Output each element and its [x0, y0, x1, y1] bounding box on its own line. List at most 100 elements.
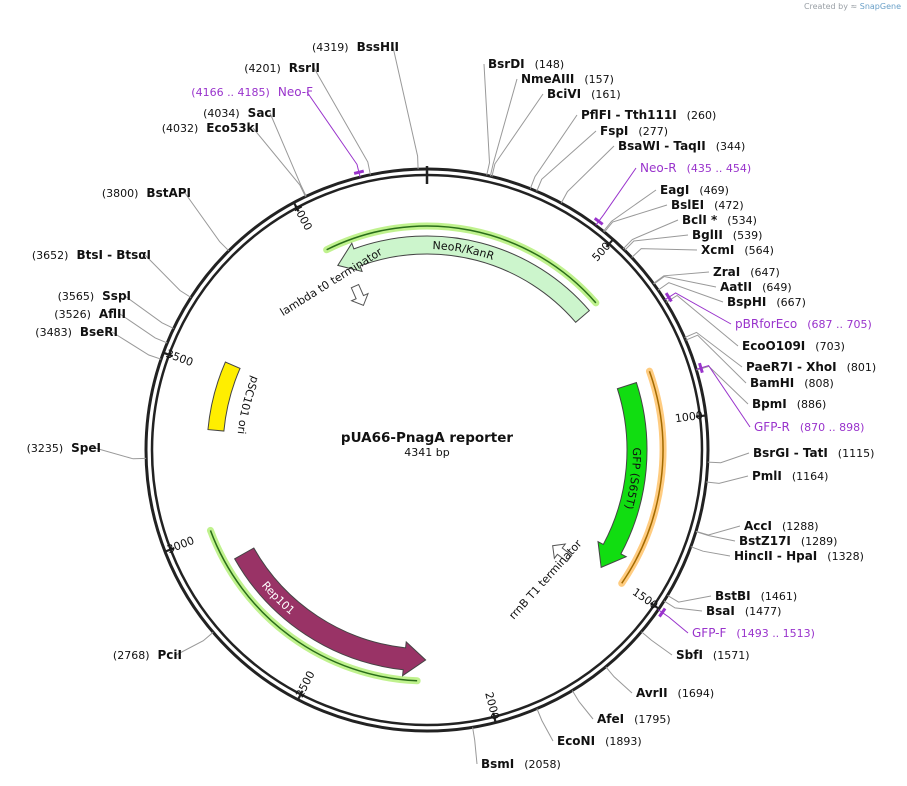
bsphi-leader-line	[657, 282, 724, 303]
site-bsai[interactable]: BsaI(1477)	[706, 604, 781, 618]
zrai-name: ZraI	[713, 265, 740, 279]
primer-neo-r[interactable]: Neo-R(435 .. 454)	[640, 161, 751, 175]
psc101-ori-label: pSC101 ori	[235, 374, 262, 435]
site-pmli[interactable]: PmlI(1164)	[752, 469, 828, 483]
pmli-leader-line	[706, 475, 749, 484]
site-paer7i-xhoi[interactable]: PaeR7I - XhoI(801)	[746, 360, 876, 374]
lambda-t0-terminator-feature[interactable]	[347, 283, 372, 309]
site-bseri[interactable]: (3483)BseRI	[35, 325, 118, 339]
neor-kanr-label: NeoR/KanR	[432, 239, 496, 263]
site-sspi[interactable]: (3565)SspI	[58, 289, 131, 303]
gfp-f-name: GFP-F	[692, 626, 727, 640]
pflfi-tth111i-leader-line	[529, 114, 578, 189]
site-zrai[interactable]: ZraI(647)	[713, 265, 780, 279]
site-ecoo109i[interactable]: EcoO109I(703)	[742, 339, 845, 353]
acci-name: AccI	[744, 519, 772, 533]
eco53ki-leader-line	[252, 127, 306, 197]
site-bcivi[interactable]: BciVI(161)	[547, 87, 621, 101]
xcmi-position: (564)	[744, 244, 774, 257]
sbfi-position: (1571)	[713, 649, 750, 662]
primer-neo-f[interactable]: (4166 .. 4185)Neo-F	[191, 85, 313, 99]
gfp-r-name: GFP-R	[754, 420, 790, 434]
tick-label: 4000	[290, 202, 315, 233]
site-bamhi[interactable]: BamHI(808)	[750, 376, 834, 390]
site-eco53ki[interactable]: (4032)Eco53kI	[162, 121, 259, 135]
rep101-highlight-core	[209, 530, 418, 682]
snapgene-credit: Created by ≈ SnapGene	[804, 2, 901, 11]
bamhi-leader-line	[685, 334, 747, 384]
psc101-ori-feature[interactable]	[207, 361, 241, 432]
site-acci[interactable]: AccI(1288)	[744, 519, 819, 533]
site-saci[interactable]: (4034)SacI	[203, 106, 276, 120]
bsmi-position: (2058)	[524, 758, 561, 771]
spei-name: SpeI	[71, 441, 101, 455]
bstapi-name: BstAPI	[146, 186, 191, 200]
gfp-s65t-feature[interactable]	[597, 381, 648, 569]
site-xcmi[interactable]: XcmI(564)	[701, 243, 774, 257]
neor-kanr-feature[interactable]	[337, 235, 591, 324]
site-pcii[interactable]: (2768)PciI	[113, 648, 182, 662]
primer-gfp-r[interactable]: GFP-R(870 .. 898)	[754, 420, 864, 434]
site-bglii[interactable]: BglII (539)	[692, 228, 762, 242]
site-bsmi[interactable]: BsmI(2058)	[481, 757, 561, 771]
bglii-name: BglII	[692, 228, 723, 242]
site-bsawi-taqii[interactable]: BsaWI - TaqII(344)	[618, 139, 745, 153]
bseri-position: (3483)	[35, 326, 72, 339]
bsrgi-tati-name: BsrGI - TatI	[753, 446, 828, 460]
bglii-position: (539)	[733, 229, 763, 242]
site-econi[interactable]: EcoNI(1893)	[557, 734, 642, 748]
tick-mark	[492, 712, 497, 723]
spei-leader-line	[94, 447, 147, 460]
tick-mark	[605, 238, 614, 248]
neo-r-name: Neo-R	[640, 161, 677, 175]
btsi-bts-i-leader-line	[144, 254, 192, 298]
site-aflii[interactable]: (3526)AflII	[54, 307, 126, 321]
site-afei[interactable]: AfeI(1795)	[597, 712, 671, 726]
site-eagi[interactable]: EagI(469)	[660, 183, 729, 197]
econi-name: EcoNI	[557, 734, 595, 748]
eco53ki-name: Eco53kI	[206, 121, 259, 135]
site-bpmi[interactable]: BpmI(886)	[752, 397, 826, 411]
site-bstz17i[interactable]: BstZ17I(1289)	[739, 534, 837, 548]
site-avrii[interactable]: AvrII(1694)	[636, 686, 714, 700]
fspi-leader-line	[536, 130, 597, 192]
rrnb-t1-terminator-feature[interactable]	[547, 539, 575, 566]
site-hincii-hpai[interactable]: HincII - HpaI(1328)	[734, 549, 864, 563]
bsawi-taqii-leader-line	[560, 145, 615, 204]
rep101-feature[interactable]	[233, 547, 427, 677]
terminator-arrow-icon	[552, 543, 573, 563]
gfp-f-primer-mark	[658, 607, 667, 618]
hincii-hpai-position: (1328)	[827, 550, 864, 563]
site-bcli[interactable]: BclI *(534)	[682, 213, 757, 227]
credit-prefix: Created by	[803, 2, 848, 11]
site-nmeaiii[interactable]: NmeAIII(157)	[521, 72, 614, 86]
site-btsi-bts-i[interactable]: (3652)BtsI - BtsαI	[32, 248, 151, 262]
tick-mark	[297, 690, 304, 701]
site-bsshii[interactable]: (4319)BssHII	[312, 40, 399, 54]
bcivi-leader-line	[491, 93, 544, 177]
site-sbfi[interactable]: SbfI(1571)	[676, 648, 750, 662]
bcivi-position: (161)	[591, 88, 621, 101]
site-bslei[interactable]: BslEI(472)	[671, 198, 744, 212]
site-bsphi[interactable]: BspHI(667)	[727, 295, 806, 309]
site-bstbi[interactable]: BstBI(1461)	[715, 589, 797, 603]
site-fspi[interactable]: FspI(277)	[600, 124, 668, 138]
rsrii-position: (4201)	[244, 62, 281, 75]
bstz17i-position: (1289)	[801, 535, 838, 548]
primer-pbrforeco[interactable]: pBRforEco(687 .. 705)	[735, 317, 872, 331]
econi-leader-line	[536, 708, 554, 742]
site-aatii[interactable]: AatII(649)	[720, 280, 792, 294]
primer-gfp-f[interactable]: GFP-F(1493 .. 1513)	[692, 626, 815, 640]
site-rsrii[interactable]: (4201)RsrII	[244, 61, 320, 75]
afei-leader-line	[571, 690, 594, 720]
neor-kanr-label-text: NeoR/KanR	[432, 239, 496, 263]
site-spei[interactable]: (3235)SpeI	[27, 441, 101, 455]
site-bstapi[interactable]: (3800)BstAPI	[102, 186, 191, 200]
pflfi-tth111i-name: PflFI - Tth111I	[581, 108, 677, 122]
site-pflfi-tth111i[interactable]: PflFI - Tth111I(260)	[581, 108, 716, 122]
tick-mark	[162, 351, 174, 358]
pcii-position: (2768)	[113, 649, 150, 662]
rsrii-leader-line	[313, 67, 371, 175]
site-bsrgi-tati[interactable]: BsrGI - TatI(1115)	[753, 446, 874, 460]
site-bsrdi[interactable]: BsrDI(148)	[488, 57, 564, 71]
